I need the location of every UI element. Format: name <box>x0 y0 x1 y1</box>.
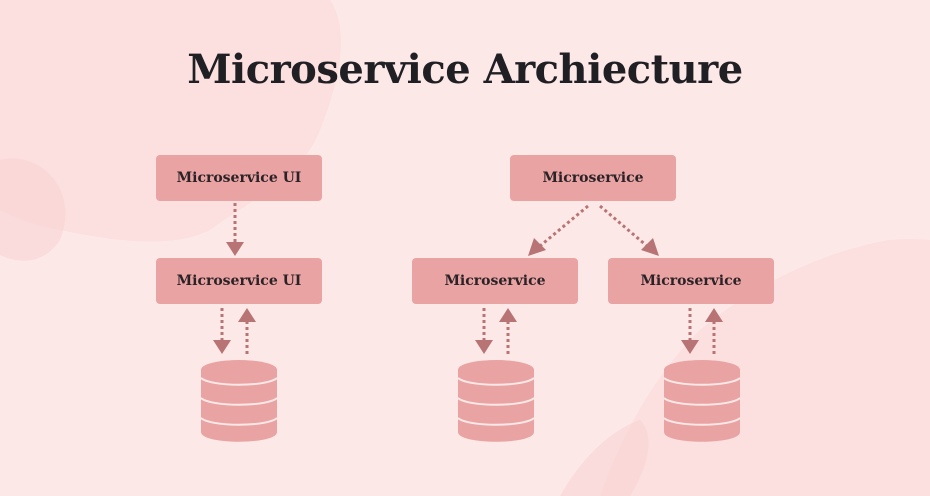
database-icon <box>663 360 741 442</box>
arrow-mid-db-to-node <box>499 308 517 354</box>
right-left-child-node: Microservice <box>412 258 578 304</box>
right-right-child-node: Microservice <box>608 258 774 304</box>
arrow-root-to-left-child <box>528 204 589 256</box>
arrow-mid-node-to-db <box>475 308 493 354</box>
right-root-node: Microservice <box>510 155 676 201</box>
arrow-right-db-to-node <box>705 308 723 354</box>
arrow-left-top-to-bottom <box>226 203 244 256</box>
right-left-child-node-label: Microservice <box>444 273 546 289</box>
arrow-right-node-to-db <box>681 308 699 354</box>
page-title: Microservice Archiecture <box>187 46 743 93</box>
right-right-child-node-label: Microservice <box>640 273 742 289</box>
database-icon <box>457 360 535 442</box>
left-bottom-node-label: Microservice UI <box>176 273 302 289</box>
database-icon <box>200 360 278 442</box>
arrow-root-to-right-child <box>599 204 659 256</box>
left-top-node: Microservice UI <box>156 155 322 201</box>
arrow-left-db-to-node <box>238 308 256 354</box>
arrow-left-node-to-db <box>213 308 231 354</box>
right-root-node-label: Microservice <box>542 170 644 186</box>
left-top-node-label: Microservice UI <box>176 170 302 186</box>
left-bottom-node: Microservice UI <box>156 258 322 304</box>
